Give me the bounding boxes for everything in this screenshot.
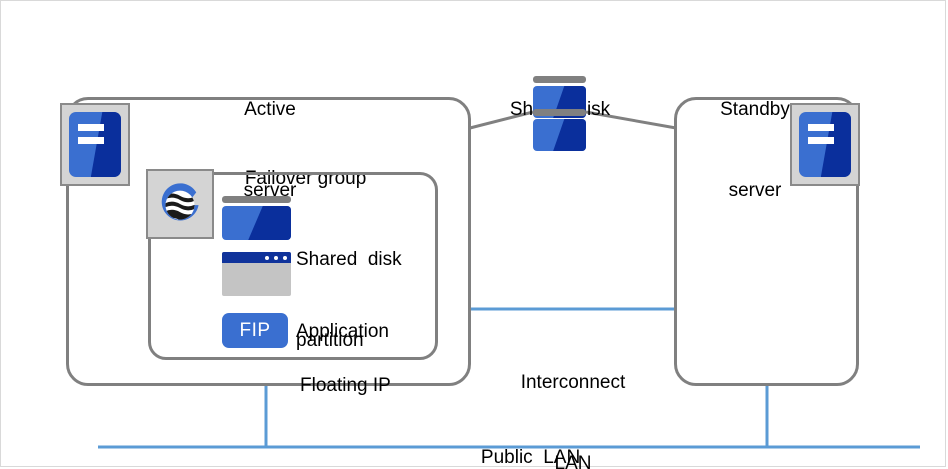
active-server-title-line2: server [243,180,297,201]
public-lan-label: Public LAN [420,417,620,469]
standby-server-chassis-icon [790,103,860,186]
expresscluster-g-logo-icon [161,183,199,221]
active-server-chassis-icon [60,103,130,186]
connector-active-to-shared-disk [469,110,534,130]
standby-server-title-line2: server [728,180,782,201]
server-chassis-bar-bottom [78,136,105,144]
floating-ip-label: Floating IP [300,318,500,453]
disk-cap [222,196,291,203]
server-chassis-bar-top [78,124,105,132]
floating-ip-label-line1: Floating IP [300,375,391,396]
interconnect-lan-label-line1: Interconnect [520,372,626,393]
shared-disk-unit-bottom-cap [533,109,586,116]
application-window-dot-1 [264,255,269,260]
cluster-software-logo-tile [146,169,214,239]
shared-disk-partition-label-line1: Shared disk [296,249,402,270]
shared-disk-unit-bottom-shade [553,119,586,151]
disk-plate-shade [248,206,291,240]
active-server-box[interactable] [66,97,471,386]
standby-server-chassis-body [799,112,851,177]
standby-server-chassis-shade [820,112,851,177]
standby-server-box[interactable] [674,97,859,386]
application-label-line1: Application [296,321,389,342]
application-window-dot-2 [273,255,278,260]
shared-disk-unit-bottom-plate [533,119,586,151]
floating-ip-badge: FIP [222,313,288,348]
standby-server-chassis-bar-top [808,124,835,132]
application-label: Application [296,264,496,399]
server-chassis-shade [90,112,121,177]
public-lan-label-text: Public LAN [480,447,581,468]
active-server-title-line1: Active [244,99,296,120]
shared-disk-unit-bottom [533,109,586,151]
application-window-titlebar [222,252,291,263]
standby-server-title-line1: Standby [720,99,790,120]
shared-disk-unit-top-cap [533,76,586,83]
shared-disk-partition-label: Shared disk partition [296,192,496,408]
application-window-dot-3 [282,255,287,260]
interconnect-lan-label-line2: LAN [554,453,592,469]
interconnect-lan-label: Interconnect LAN [483,315,663,469]
server-chassis-body [69,112,121,177]
disk-plate [222,206,291,240]
shared-disk-partition-icon [222,196,291,240]
standby-server-title: Standby server [670,42,840,258]
floating-ip-badge-text: FIP [239,319,271,341]
connector-shared-disk-to-standby [585,110,677,130]
standby-server-chassis-bar-bottom [808,136,835,144]
application-window-icon [222,252,291,296]
active-server-title: Active server [190,42,350,258]
failover-group-box[interactable] [148,172,438,360]
shared-disk-partition-label-line2: partition [296,330,364,351]
